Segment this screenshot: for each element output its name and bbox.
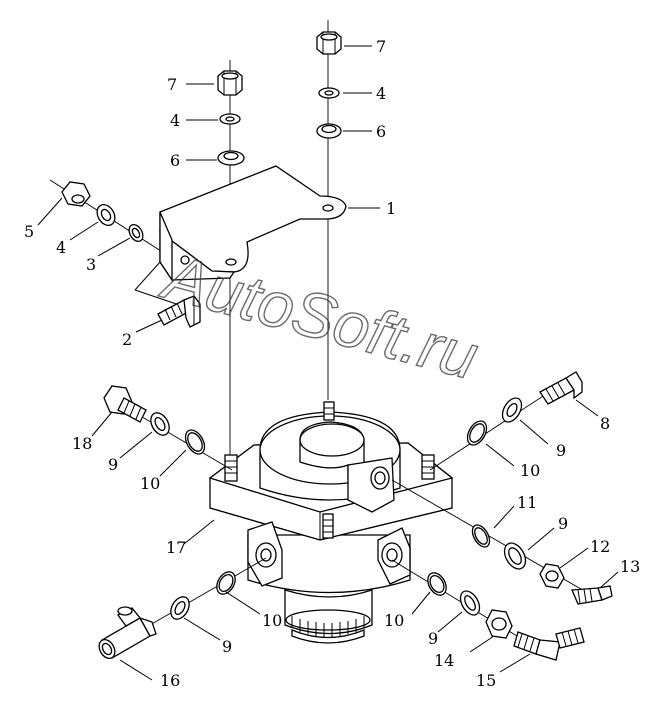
washer-4-side (96, 204, 116, 226)
nut-14 (485, 609, 513, 639)
axis-port-16 (149, 557, 267, 626)
ring-10-port16 (216, 571, 236, 595)
callout-11: 11 (517, 493, 537, 512)
callout-8: 8 (600, 414, 610, 433)
callout-1: 1 (386, 199, 396, 218)
callout-4: 4 (56, 238, 66, 257)
callouts: 7 4 6 1 7 4 6 5 4 3 2 18 9 10 8 9 10 11 … (24, 37, 640, 690)
washer-3 (128, 223, 144, 243)
callout-9: 9 (222, 637, 232, 656)
callout-5: 5 (24, 222, 34, 241)
washer-4-right (318, 87, 340, 99)
washer-9-port8 (501, 397, 523, 423)
plug-18 (103, 385, 147, 423)
nut-5 (61, 181, 91, 207)
callout-4: 4 (376, 84, 386, 103)
callout-7: 7 (376, 37, 386, 56)
washer-4-left (219, 113, 241, 125)
washer-6-right (316, 123, 342, 139)
nut-7-right (316, 31, 342, 55)
callout-16: 16 (160, 671, 180, 690)
leader-lines (37, 45, 619, 681)
nut-12 (539, 563, 565, 589)
callout-18: 18 (72, 434, 92, 453)
washer-9-port18 (150, 412, 170, 436)
elbow-15 (513, 627, 585, 661)
callout-2: 2 (122, 330, 132, 349)
ring-11 (471, 524, 491, 548)
ring-10-port18 (184, 429, 206, 455)
washer-6-left (217, 150, 245, 166)
nut-7-left (217, 70, 243, 96)
fitting-8 (539, 371, 583, 405)
callout-9: 9 (428, 629, 438, 648)
callout-10: 10 (384, 611, 404, 630)
callout-10: 10 (140, 474, 160, 493)
callout-9: 9 (556, 441, 566, 460)
callout-17: 17 (166, 538, 186, 557)
callout-13: 13 (620, 557, 640, 576)
bolt-2 (157, 295, 201, 328)
callout-15: 15 (476, 671, 496, 690)
callout-9: 9 (108, 455, 118, 474)
tee-16 (98, 606, 157, 659)
washer-9-port16 (170, 596, 190, 620)
callout-10: 10 (262, 611, 282, 630)
callout-12: 12 (590, 537, 610, 556)
axis-port-12 (391, 479, 601, 601)
valve-body-17 (208, 401, 454, 644)
ring-10-port14 (427, 572, 447, 596)
callout-10: 10 (520, 461, 540, 480)
elbow-13 (571, 585, 613, 605)
callout-6: 6 (170, 151, 180, 170)
washer-9-port12 (503, 542, 527, 570)
axis-port-8 (429, 384, 561, 471)
callout-3: 3 (86, 255, 96, 274)
callout-7: 7 (167, 75, 177, 94)
callout-6: 6 (376, 122, 386, 141)
washer-9-port14 (459, 590, 481, 616)
ring-10-port8 (466, 420, 488, 446)
watermark-text: AutoSoft.ru (153, 240, 485, 393)
callout-14: 14 (434, 651, 454, 670)
callout-9: 9 (558, 514, 568, 533)
callout-4: 4 (170, 111, 180, 130)
